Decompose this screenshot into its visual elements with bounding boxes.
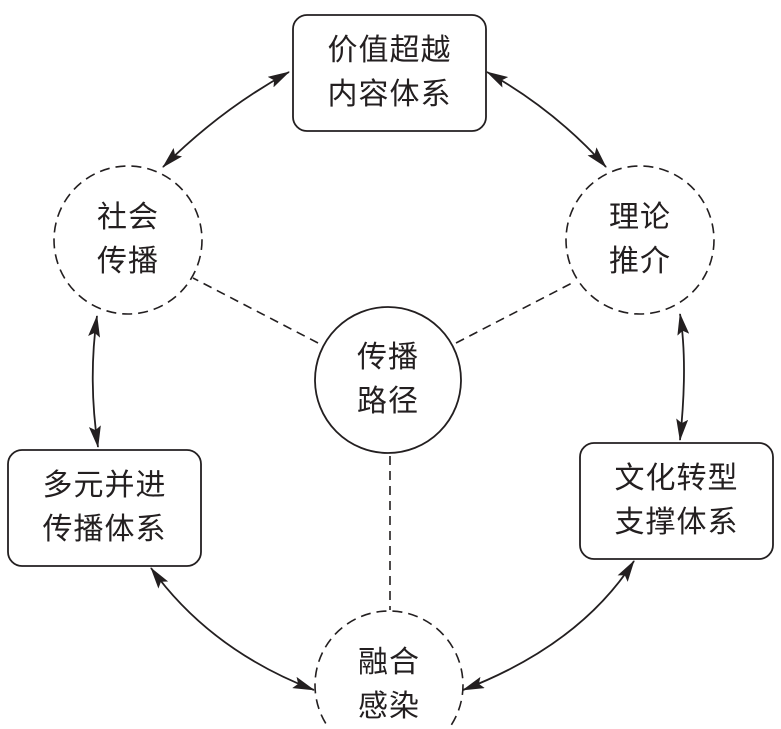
node-theory-circle	[565, 165, 715, 315]
node-culture-box	[579, 442, 774, 560]
node-theory-line-1: 理论	[609, 200, 671, 235]
center-line-2: 路径	[357, 384, 419, 419]
node-multi-line-1: 多元并进	[42, 468, 167, 503]
spoke-path-social	[192, 277, 319, 344]
center-label: 传播 路径	[314, 336, 462, 424]
node-culture-line-1: 文化转型	[614, 461, 739, 496]
node-multi-line-2: 传播体系	[42, 512, 167, 547]
spoke-path-theory	[455, 281, 575, 344]
node-fusion-line-1: 融合	[358, 645, 420, 680]
node-value-label: 价值超越 内容体系	[293, 29, 486, 117]
arrow-culture-fusion	[462, 560, 635, 691]
arrow-multi-social	[88, 315, 101, 448]
node-fusion-label: 融合 感染	[315, 641, 463, 729]
node-multi-label: 多元并进 传播体系	[8, 464, 201, 552]
node-culture-line-2: 支撑体系	[614, 505, 739, 540]
node-value-box	[292, 14, 487, 132]
node-fusion-line-2: 感染	[358, 689, 420, 724]
node-theory-label: 理论 推介	[566, 196, 714, 284]
center-line-1: 传播	[357, 340, 419, 375]
node-fusion-circle	[314, 610, 464, 727]
node-social-line-2: 传播	[97, 244, 159, 279]
node-social-line-1: 社会	[97, 200, 159, 235]
node-culture-label: 文化转型 支撑体系	[580, 457, 773, 545]
node-social-circle	[53, 165, 203, 315]
node-value-line-2: 内容体系	[327, 77, 452, 112]
arrow-social-value	[162, 71, 290, 168]
arrow-value-theory	[486, 71, 607, 168]
node-theory-line-2: 推介	[609, 244, 671, 279]
node-value-line-1: 价值超越	[327, 33, 452, 68]
node-multi-box	[7, 449, 202, 567]
node-center-circle	[314, 306, 462, 454]
node-social-label: 社会 传播	[54, 196, 202, 284]
arrow-fusion-multi	[150, 567, 315, 691]
arrow-theory-culture	[676, 313, 690, 441]
